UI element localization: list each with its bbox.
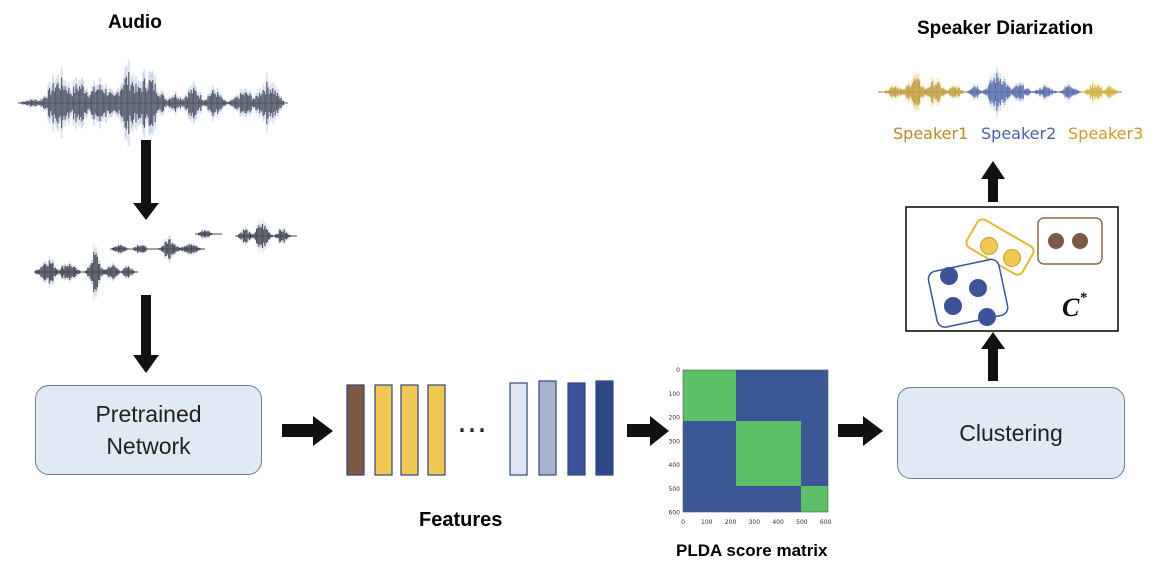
pretrained-network-line1: Pretrained [95, 401, 202, 427]
matrix-y-tick: 400 [669, 462, 681, 469]
speaker-diarization-label: Speaker Diarization [917, 18, 1094, 39]
matrix-x-tick: 100 [701, 519, 713, 526]
blue-point-2 [969, 279, 987, 297]
clustering-box: Clustering [897, 387, 1125, 479]
matrix-y-tick: 600 [669, 510, 681, 517]
clustering-label: Clustering [959, 419, 1063, 446]
matrix-block-3 [801, 486, 828, 512]
speaker2-label: Speaker2 [981, 124, 1057, 143]
matrix-x-tick: 500 [796, 519, 808, 526]
pretrained-network-box: Pretrained Network [35, 385, 262, 475]
matrix-x-tick: 200 [725, 519, 737, 526]
matrix-x-tick: 600 [820, 519, 832, 526]
cluster-brown [1037, 217, 1103, 265]
feature-vector-1 [346, 384, 365, 476]
matrix-x-tick: 400 [772, 519, 784, 526]
speaker3-label: Speaker3 [1068, 124, 1144, 143]
cluster-panel [905, 206, 1119, 332]
speaker1-label: Speaker1 [893, 124, 969, 143]
matrix-block-1 [683, 370, 736, 421]
blue-point-3 [944, 297, 962, 315]
feature-vector-3 [400, 384, 419, 476]
blue-point-4 [978, 308, 996, 326]
matrix-block-2 [736, 421, 801, 486]
up-arrow-2 [981, 161, 1005, 202]
segmented-waveform [33, 218, 297, 301]
audio-waveform [18, 59, 288, 147]
matrix-y-tick: 300 [669, 438, 681, 445]
feature-vector-6 [538, 380, 557, 476]
speaker-names: Speaker1 Speaker2 Speaker3 [893, 124, 1153, 148]
yellow-point-2 [1003, 249, 1021, 267]
brown-point-2 [1072, 233, 1088, 249]
matrix-x-tick: 0 [681, 519, 685, 526]
diarization-waveform [878, 65, 1122, 119]
c-star-superscript: * [1080, 290, 1088, 306]
feature-vector-8 [595, 380, 614, 476]
audio-label: Audio [108, 12, 162, 33]
pretrained-network-line2: Network [106, 433, 191, 459]
matrix-frame [682, 369, 829, 513]
feature-vector-5 [509, 382, 528, 476]
features-ellipsis: … [457, 405, 487, 440]
down-arrow-2 [133, 295, 159, 373]
down-arrow-1 [133, 140, 159, 220]
plda-label: PLDA score matrix [676, 541, 828, 560]
right-arrow-2 [627, 416, 669, 446]
feature-vector-7 [567, 382, 586, 476]
matrix-y-tick: 500 [669, 486, 681, 493]
right-arrow-3 [838, 416, 883, 446]
feature-vector-4 [427, 384, 446, 476]
feature-vectors [346, 380, 614, 476]
right-arrow-1 [282, 416, 333, 446]
matrix-y-tick: 100 [669, 391, 681, 398]
up-arrow-1 [981, 332, 1005, 381]
yellow-point-1 [980, 237, 998, 255]
blue-point-1 [940, 267, 958, 285]
feature-vector-2 [374, 384, 393, 476]
matrix-y-tick: 200 [669, 415, 681, 422]
c-star-label: C [1062, 293, 1080, 322]
brown-point-1 [1048, 233, 1064, 249]
matrix-y-tick: 0 [676, 367, 680, 374]
matrix-x-tick: 300 [749, 519, 761, 526]
features-label: Features [419, 509, 503, 531]
